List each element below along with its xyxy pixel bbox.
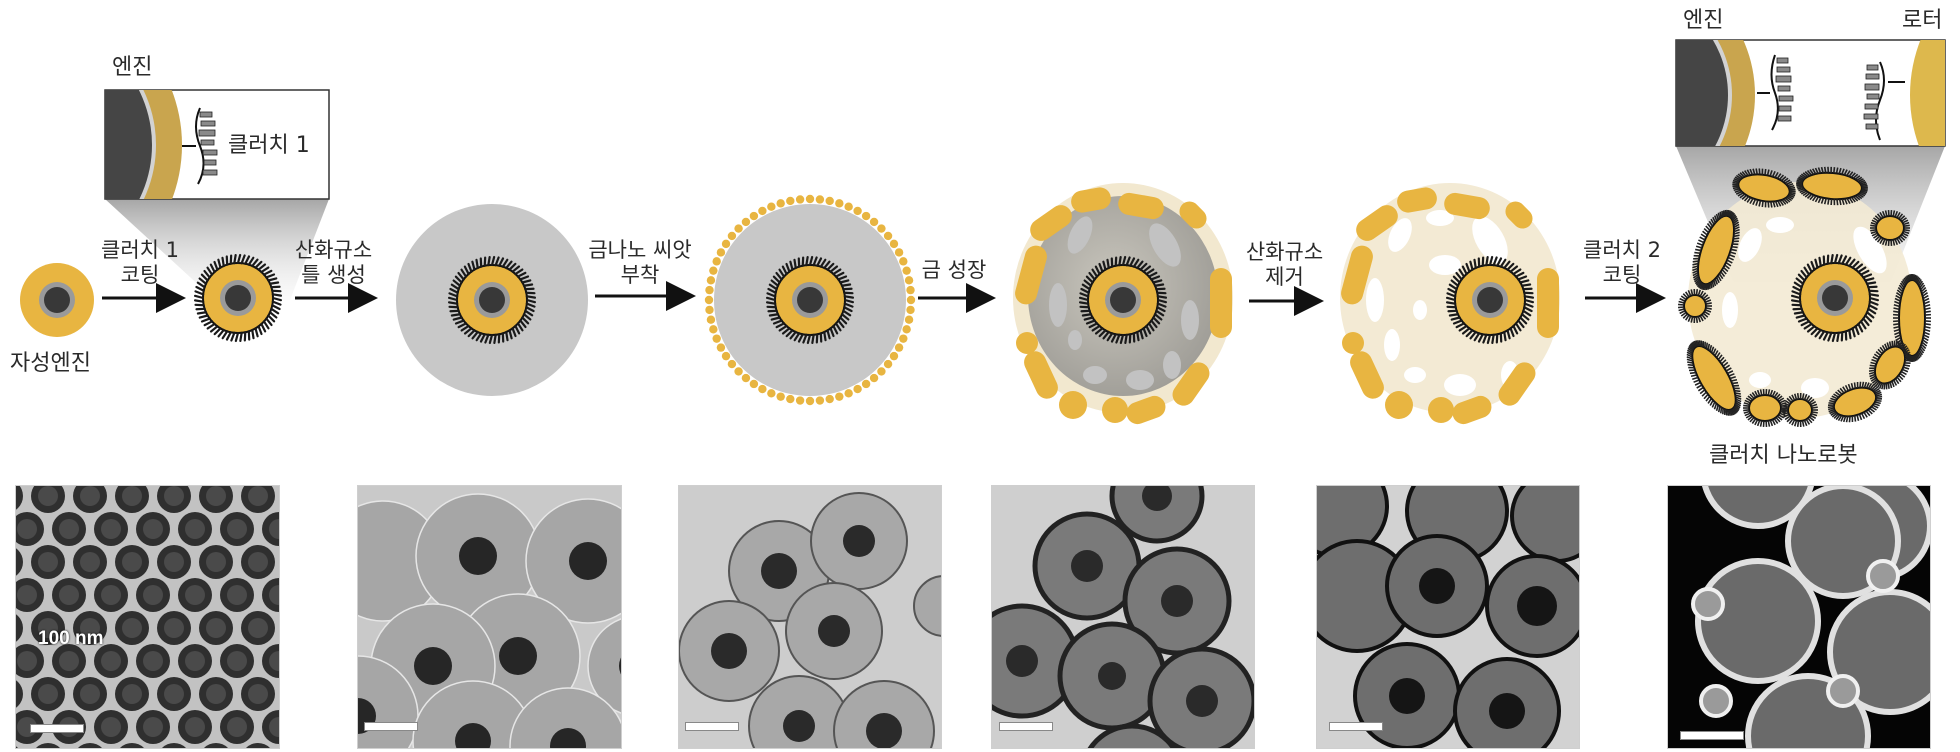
scale-bar [685, 722, 739, 731]
left-inset [104, 89, 330, 200]
step-label-gold-growth: 금 성장 [921, 258, 987, 282]
stage-magnetic-engine [20, 263, 94, 337]
tem-robot [1667, 485, 1931, 749]
step-label-silica-removal: 산화규소 제거 [1245, 240, 1324, 289]
stage-silica-frame [396, 204, 588, 396]
tem-silica [357, 485, 622, 749]
step-label-clutch2-coating: 클러치 2 코팅 [1583, 238, 1661, 287]
step-label-gold-seed: 금나노 씨앗 부착 [588, 238, 692, 287]
left-inset-engine-label: 엔진 [112, 55, 153, 80]
stage-caption-magnetic-engine: 자성엔진 [10, 351, 91, 376]
scale-bar [30, 724, 84, 733]
scale-bar-label: 100 nm [38, 628, 104, 649]
stage-gold-growth [1013, 183, 1233, 425]
scale-bar [1329, 722, 1383, 731]
scale-bar [999, 722, 1053, 731]
stage-caption-clutch-nanorobot: 클러치 나노로봇 [1709, 443, 1858, 468]
step-label-clutch1-coating: 클러치 1 코팅 [101, 238, 179, 287]
tem-seed [678, 485, 942, 749]
tem-etched [1316, 485, 1580, 749]
scale-bar [1680, 731, 1744, 740]
step-label-silica-frame: 산화규소 틀 생성 [294, 238, 373, 287]
tem-gold [991, 485, 1255, 749]
right-inset-engine-label: 엔진 [1683, 8, 1724, 33]
left-inset-clutch-label: 클러치 1 [228, 133, 310, 158]
right-inset [1675, 39, 1946, 147]
stage-clutch-nanorobot [1677, 166, 1932, 428]
process-arrows [102, 281, 1666, 316]
stage-gold-seed [704, 194, 916, 406]
scale-bar [364, 722, 418, 731]
right-inset-rotor-label: 로터 [1902, 8, 1943, 33]
stage-clutch1-coated [202, 262, 274, 334]
tem-engine: 100 nm [15, 485, 280, 749]
